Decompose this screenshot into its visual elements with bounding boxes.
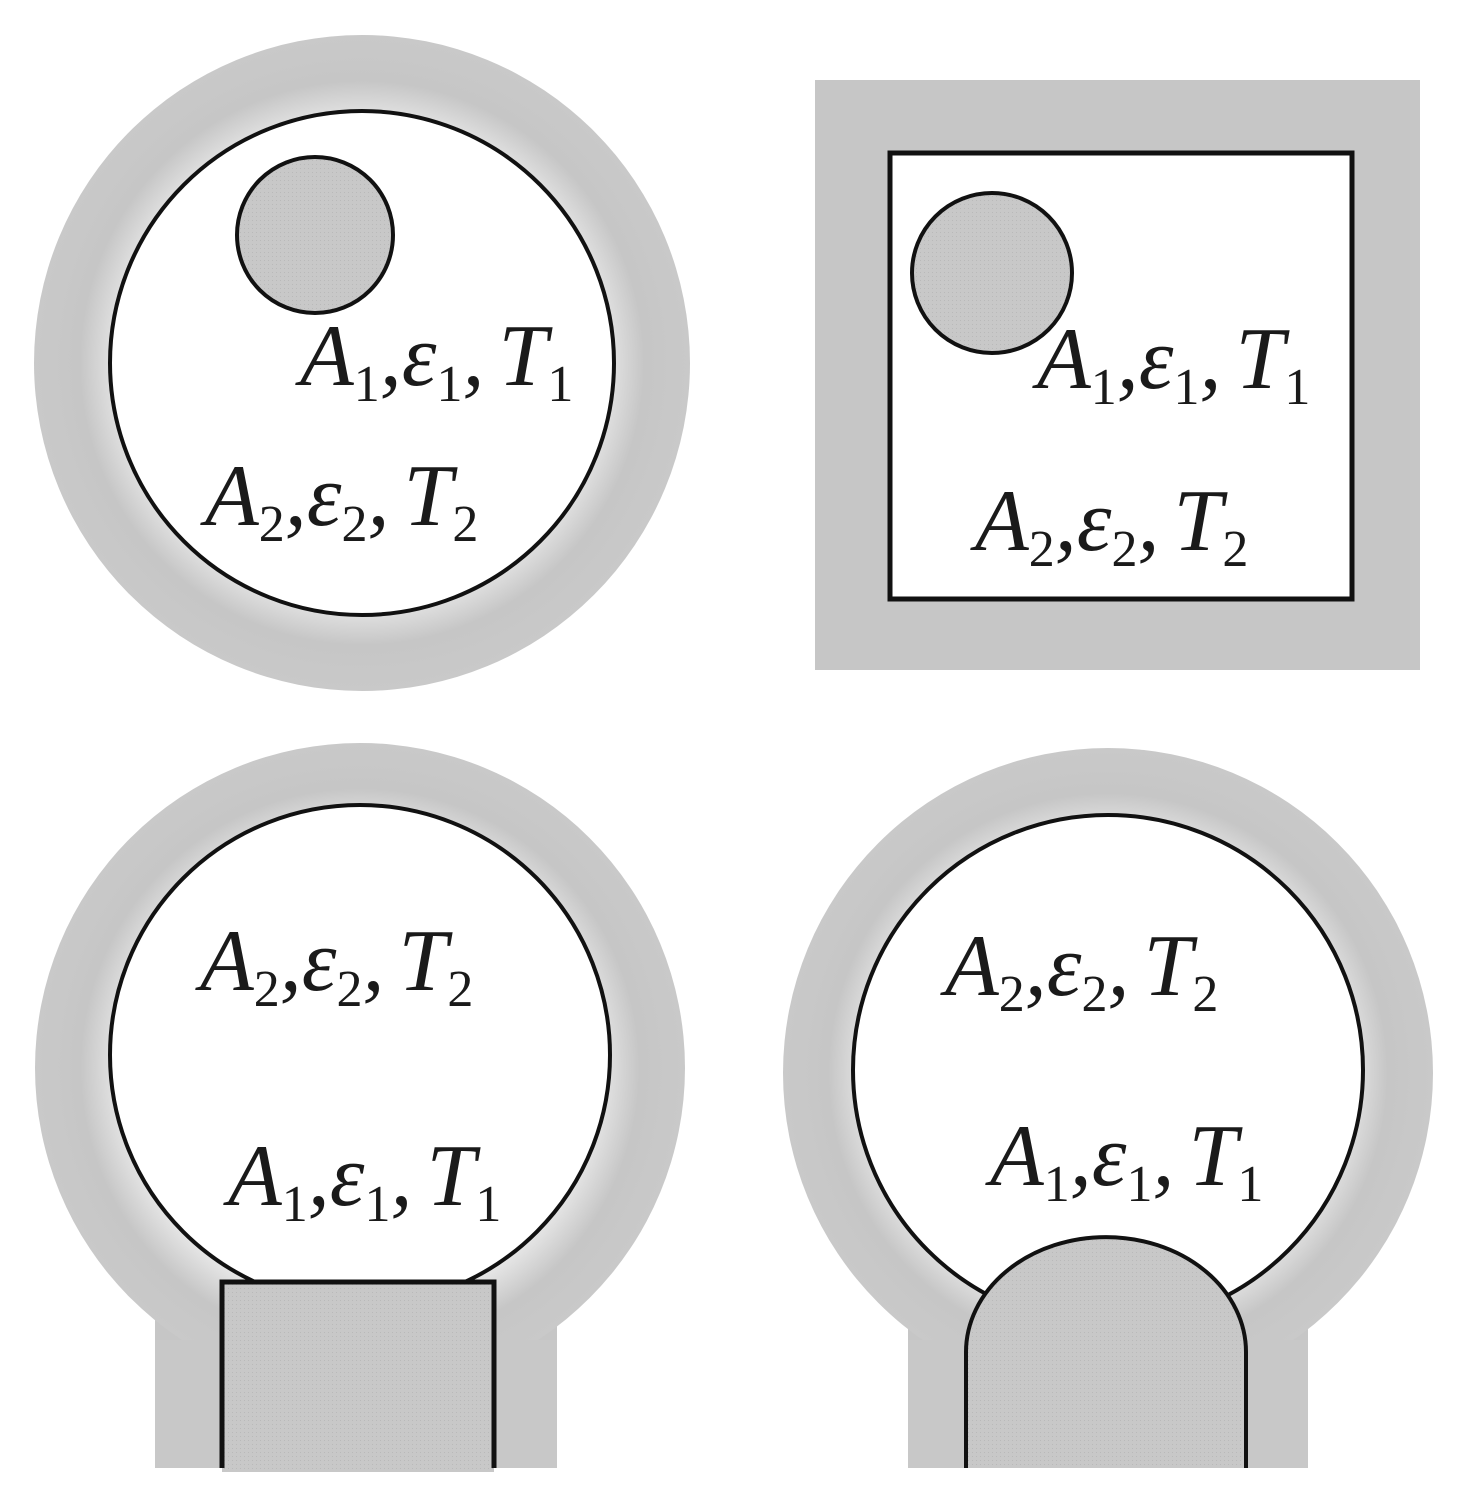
label-surface-2: A2,ε2,T2 [970, 473, 1248, 578]
object-surface-1 [235, 155, 395, 315]
label-surface-1: A1,ε1,T1 [985, 1108, 1263, 1213]
probe-surface-1 [222, 1282, 494, 1472]
panel-1-spherical-enclosure: A1,ε1,T1 A2,ε2,T2 [34, 35, 690, 691]
label-surface-2: A2,ε2,T2 [195, 913, 473, 1018]
label-surface-1: A1,ε1,T1 [295, 308, 573, 413]
panel-3-flat-probe: A2,ε2,T2 A1,ε1,T1 [35, 743, 685, 1472]
panel-2-square-enclosure: A1,ε1,T1 A2,ε2,T2 [815, 80, 1420, 670]
probe-surface-1 [966, 1237, 1246, 1468]
object-surface-1 [910, 191, 1074, 355]
label-surface-2: A2,ε2,T2 [200, 448, 478, 553]
label-surface-1: A1,ε1,T1 [1032, 311, 1310, 416]
label-surface-1: A1,ε1,T1 [223, 1128, 501, 1233]
label-surface-2: A2,ε2,T2 [940, 918, 1218, 1023]
enclosure-surface-2 [108, 803, 612, 1307]
panel-4-rounded-probe: A2,ε2,T2 A1,ε1,T1 [783, 748, 1433, 1468]
